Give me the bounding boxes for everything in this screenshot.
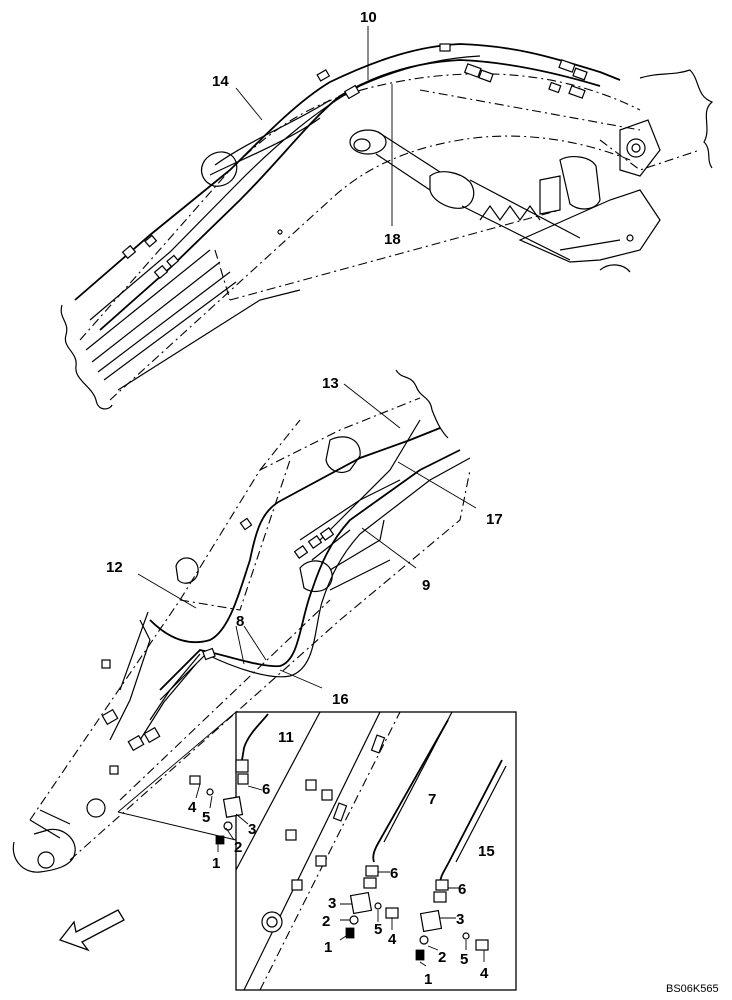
line-16 — [159, 457, 471, 701]
detail-arm-edge-mid — [243, 711, 381, 991]
arm-side-lines — [119, 419, 331, 801]
pipe-7 — [372, 719, 449, 863]
fitting-assembly-b — [339, 865, 399, 941]
leader-9 — [361, 527, 417, 569]
arm-link-bar — [329, 519, 391, 591]
detail-arm-edge-dash — [259, 711, 401, 991]
break-line-arm-top — [395, 369, 449, 439]
callout-d5: 5 — [460, 951, 468, 968]
callout-8: 8 — [236, 613, 244, 630]
arm-bracket-2 — [325, 436, 361, 473]
arm-connectors — [101, 517, 335, 775]
line-16-left — [139, 653, 201, 741]
callout-a4: 4 — [188, 799, 197, 816]
callout-14: 14 — [212, 73, 229, 90]
leader-13 — [343, 383, 401, 429]
arm-tip — [12, 828, 76, 873]
boom-side-line — [214, 89, 701, 301]
leader-17 — [397, 461, 477, 509]
callout-d2: 2 — [438, 949, 446, 966]
leader-16 — [279, 669, 323, 689]
hydraulic-line-side — [209, 99, 331, 176]
callout-16: 16 — [332, 691, 349, 708]
callout-18: 18 — [384, 231, 401, 248]
line-12 — [149, 427, 441, 644]
upper-connectors — [121, 43, 588, 280]
front-arrow — [58, 909, 125, 952]
hydraulic-line-upper — [74, 43, 621, 301]
callout-d1: 1 — [424, 971, 432, 988]
callout-d6: 6 — [458, 881, 466, 898]
callout-9: 9 — [422, 577, 430, 594]
callout-b1: 1 — [324, 939, 332, 956]
callout-a2: 2 — [234, 839, 242, 856]
boom-upper-view — [60, 26, 714, 410]
lower-boss — [86, 798, 106, 818]
drawing-code: BS06K565 — [666, 983, 719, 995]
callout-11: 11 — [278, 729, 294, 746]
callout-a5: 5 — [202, 809, 210, 826]
boom-bracket — [201, 151, 238, 187]
detail-pointer — [117, 711, 237, 841]
arm-view — [12, 369, 477, 873]
line-12-left — [109, 611, 151, 741]
break-line-left — [60, 304, 113, 410]
break-line-right — [639, 69, 714, 169]
pipe-15-lead — [455, 765, 507, 863]
fitting-assembly-c — [415, 879, 489, 967]
callout-a3: 3 — [248, 821, 256, 838]
pipe-7-lead — [383, 711, 453, 843]
callout-d3: 3 — [456, 911, 464, 928]
boom-bottom-outline — [109, 135, 631, 401]
callout-a1: 1 — [212, 855, 220, 872]
leader-14 — [235, 87, 263, 121]
callout-b5: 5 — [374, 921, 382, 938]
arm-bottom-outline — [69, 469, 471, 861]
callout-7: 7 — [428, 791, 436, 808]
hydraulic-line-mid — [89, 55, 481, 321]
callout-b6: 6 — [390, 865, 398, 882]
detail-box — [189, 711, 517, 991]
callout-b3: 3 — [328, 895, 336, 912]
callout-b2: 2 — [322, 913, 330, 930]
detail-arm-edge-left — [235, 711, 321, 871]
callout-10: 10 — [360, 9, 377, 26]
callout-b4: 4 — [388, 931, 397, 948]
callout-15: 15 — [478, 843, 495, 860]
fitting-assembly-a — [189, 759, 263, 852]
bucket-pin-boss — [37, 851, 55, 869]
clamps — [285, 734, 386, 891]
callout-17: 17 — [486, 511, 503, 528]
boom-cylinder — [277, 119, 661, 273]
pipe-11 — [241, 713, 269, 761]
boom-top-outline — [79, 73, 641, 341]
line-9 — [299, 479, 401, 561]
callout-a6: 6 — [262, 781, 270, 798]
arm-lower-edge — [29, 809, 71, 839]
arm-bracket — [175, 557, 199, 584]
detail-boss-inner — [266, 916, 278, 928]
boom-lower-edge — [85, 249, 237, 381]
hydraulic-line-lower — [99, 59, 601, 331]
callout-13: 13 — [322, 375, 339, 392]
callout-12: 12 — [106, 559, 123, 576]
boom-lower-edge-2 — [117, 289, 301, 391]
leader-12 — [137, 573, 197, 609]
line-13 — [319, 419, 421, 541]
leader-8 — [235, 625, 267, 665]
callout-d4: 4 — [480, 965, 489, 982]
callout-labels: 10 14 18 13 17 9 12 8 16 11 7 15 6 4 5 3… — [106, 9, 503, 988]
